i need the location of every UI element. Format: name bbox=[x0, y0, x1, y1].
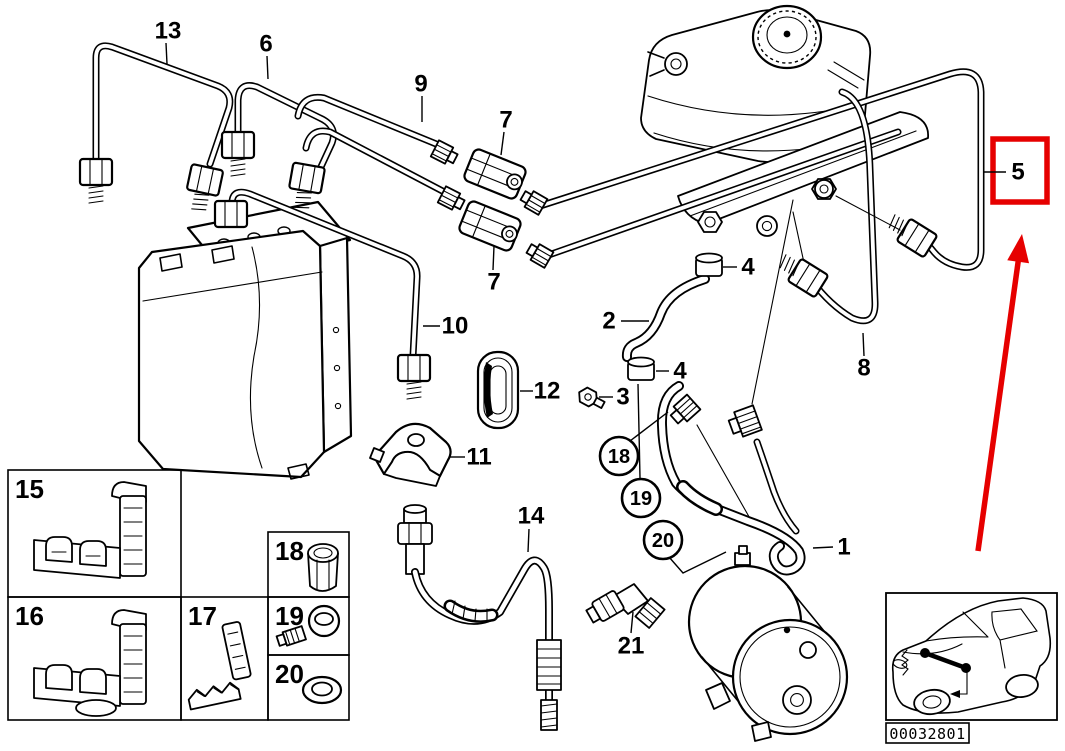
part-label-14[interactable]: 14 bbox=[518, 503, 545, 530]
leader-line-20 bbox=[668, 551, 727, 574]
reservoir-spout bbox=[647, 51, 688, 77]
holder-clip-17 bbox=[187, 621, 252, 711]
leader-line-7-upper bbox=[500, 131, 505, 156]
brake-pipe-to-master-cylinder bbox=[539, 128, 902, 261]
master-cylinder-port bbox=[811, 178, 837, 200]
leader-line-18 bbox=[629, 411, 669, 442]
abs-hydro-unit bbox=[137, 200, 353, 480]
part-label-20[interactable]: 20 bbox=[652, 530, 674, 552]
hose-14-connector bbox=[397, 504, 433, 575]
brake-pipe-8 bbox=[808, 88, 879, 325]
leader-line-14 bbox=[527, 528, 530, 553]
hose-end-fitting bbox=[669, 393, 702, 425]
male-cone-fitting bbox=[429, 139, 459, 165]
highlight-arrow bbox=[975, 255, 1022, 552]
hose-end-fitting bbox=[727, 404, 763, 438]
protection-cap-4-upper bbox=[695, 252, 723, 277]
part-label-10[interactable]: 10 bbox=[442, 313, 469, 340]
part-label-1[interactable]: 1 bbox=[837, 534, 850, 561]
part-label-4-lower[interactable]: 4 bbox=[673, 358, 687, 385]
brake-pipe-13 bbox=[92, 42, 234, 172]
union-fitting-7-upper bbox=[463, 148, 527, 200]
repair-bushing-18 bbox=[307, 543, 339, 592]
flare-nut bbox=[888, 214, 938, 258]
male-cone-fitting bbox=[519, 190, 549, 216]
brake-hose-14 bbox=[397, 504, 562, 731]
banjo-fitting-19 bbox=[275, 604, 341, 647]
holder-clip-16 bbox=[33, 609, 147, 717]
reservoir-cap bbox=[751, 4, 823, 70]
fitting-hardware bbox=[78, 130, 938, 400]
flare-nut bbox=[396, 353, 432, 400]
car-location-inset bbox=[885, 592, 1058, 721]
part-label-15[interactable]: 15 bbox=[15, 474, 44, 504]
flare-nut bbox=[213, 199, 249, 229]
part-label-2[interactable]: 2 bbox=[602, 308, 615, 335]
hose-2 bbox=[621, 274, 710, 362]
part-label-9[interactable]: 9 bbox=[414, 71, 427, 98]
leader-line-13 bbox=[165, 42, 168, 65]
part-label-7-upper[interactable]: 7 bbox=[499, 107, 512, 134]
master-cylinder-port bbox=[697, 211, 723, 233]
part-label-19[interactable]: 19 bbox=[630, 488, 652, 510]
brake-fluid-reservoir bbox=[640, 4, 872, 164]
part-label-8[interactable]: 8 bbox=[857, 355, 870, 382]
abs-unit-side bbox=[318, 236, 353, 454]
flare-nut bbox=[78, 157, 114, 204]
flare-nut bbox=[220, 130, 256, 177]
part-label-11[interactable]: 11 bbox=[466, 444, 491, 471]
bleeder-screw-3 bbox=[578, 386, 606, 409]
brake-pipe-5 bbox=[536, 68, 985, 271]
part-label-16[interactable]: 16 bbox=[15, 601, 44, 631]
brake-pipe-9 bbox=[294, 93, 456, 200]
clamp-bracket-11 bbox=[369, 422, 452, 487]
leader-line-1 bbox=[812, 546, 834, 549]
part-label-12[interactable]: 12 bbox=[534, 378, 561, 405]
group-box-20 bbox=[267, 654, 350, 721]
part-label-19[interactable]: 19 bbox=[275, 601, 304, 631]
part-label-7-lower[interactable]: 7 bbox=[487, 269, 500, 296]
part-callout-circle-18[interactable] bbox=[598, 435, 640, 477]
brake-pipe-10 bbox=[228, 188, 421, 360]
part-label-13[interactable]: 13 bbox=[155, 18, 182, 45]
holder-clip-15 bbox=[33, 481, 147, 579]
leader-line-21 bbox=[630, 611, 634, 634]
abs-control-module bbox=[137, 229, 326, 479]
car-location-drawing bbox=[891, 597, 1052, 716]
male-cone-fitting bbox=[436, 185, 466, 211]
suction-hose-1 bbox=[656, 381, 806, 576]
flare-nut bbox=[288, 161, 326, 209]
flare-nut bbox=[779, 254, 829, 298]
leader-line-7-lower bbox=[492, 245, 495, 271]
image-code-box bbox=[885, 722, 970, 744]
part-label-5[interactable]: 5 bbox=[1011, 159, 1024, 186]
male-cone-fitting bbox=[525, 243, 555, 269]
flare-nut bbox=[186, 163, 224, 211]
leader-line-8 bbox=[862, 332, 865, 357]
part-label-21[interactable]: 21 bbox=[618, 633, 645, 660]
part-callout-circle-20[interactable] bbox=[642, 519, 684, 561]
leader-line-6 bbox=[266, 55, 269, 80]
pre-charge-pump bbox=[687, 545, 849, 742]
highlight-arrow-head bbox=[1007, 234, 1030, 264]
leader-line-19 bbox=[637, 383, 641, 479]
part-label-3[interactable]: 3 bbox=[616, 384, 629, 411]
seal-washer-20 bbox=[301, 675, 343, 705]
image-code: 00032801 bbox=[889, 725, 965, 743]
part-label-17[interactable]: 17 bbox=[188, 601, 217, 631]
part-label-18[interactable]: 18 bbox=[608, 446, 630, 468]
union-fitting-7-lower bbox=[458, 200, 522, 252]
master-cylinder-bore bbox=[756, 215, 778, 237]
elbow-fitting-21 bbox=[585, 583, 666, 629]
highlight-box bbox=[990, 136, 1050, 205]
part-location-marker bbox=[901, 648, 971, 698]
part-callout-circle-19[interactable] bbox=[620, 477, 662, 519]
part-label-20[interactable]: 20 bbox=[275, 659, 304, 689]
part-label-6[interactable]: 6 bbox=[259, 31, 272, 58]
part-label-18[interactable]: 18 bbox=[275, 536, 304, 566]
part-label-4-upper[interactable]: 4 bbox=[741, 254, 755, 281]
grommet-12 bbox=[476, 350, 520, 430]
protection-cap-4-lower bbox=[627, 356, 655, 381]
